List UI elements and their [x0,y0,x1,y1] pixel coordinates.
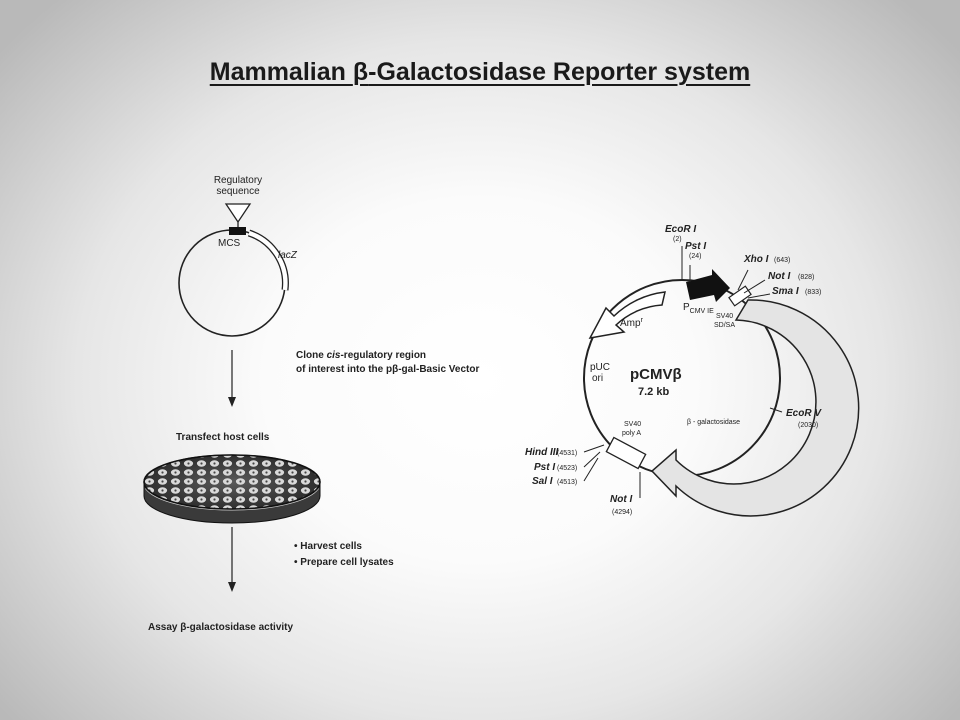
site-psti-bot-name: Pst I [534,462,555,473]
pcmv-label: PCMV IE [683,302,714,315]
sv40-polya-box [605,436,647,470]
site-xhoi-pos: (643) [774,257,790,264]
regulatory-label-1: Regulatory [214,175,262,186]
amp-resistance-arrow [588,291,666,340]
puc-label-2: ori [592,373,603,384]
culture-plate [143,454,321,524]
site-sali-pos: (4513) [557,479,577,486]
slide-title: Mammalian β-Galactosidase Reporter syste… [0,58,960,87]
title-beta-symbol: β [352,58,369,86]
title-post: -Galactosidase Reporter system [368,58,751,86]
flow-arrow-2 [228,527,236,592]
clone-text-line-1: Clone cis-regulatory region [296,350,426,361]
site-noti-top-pos: (828) [798,274,814,281]
beta-gal-arrow [650,299,860,517]
transfect-label: Transfect host cells [176,432,270,443]
lacz-label: lacZ [278,250,298,261]
site-noti-bot-pos: (4294) [612,509,632,516]
regulatory-label-2: sequence [216,186,260,197]
site-psti-top-pos: (24) [689,253,701,260]
prepare-label: • Prepare cell lysates [294,557,394,568]
site-hindiii-name: Hind III [525,447,559,458]
sv40-sd-label-2: SD/SA [714,322,735,329]
site-sali-name: Sal I [532,476,553,487]
site-smai-pos: (833) [805,289,821,296]
lacz-arc-fill [248,230,288,291]
assay-label: Assay β-galactosidase activity [148,622,294,633]
site-ecorv-pos: (2030) [798,422,818,429]
site-psti-bot-pos: (4523) [557,465,577,472]
plasmid-name: pCMVβ [630,366,682,383]
pcmvb-plasmid-map: pCMVβ 7.2 kb Ampr pUC ori PCMV IE SV40 S… [525,224,860,517]
title-pre: Mammalian [209,58,353,86]
site-hindiii-pos: (4531) [557,450,577,457]
site-ticks [583,246,783,498]
site-smai-name: Sma I [772,286,799,297]
mcs-box [229,227,246,235]
site-psti-top-name: Pst I [685,241,706,252]
site-ecori-name: EcoR I [665,224,696,235]
plasmid-size: 7.2 kb [638,386,669,398]
beta-gal-label: β - galactosidase [687,419,740,426]
site-xhoi-name: Xho I [743,254,769,265]
amp-label: Ampr [620,317,644,329]
harvest-label: • Harvest cells [294,541,362,552]
site-ecorv-name: EcoR V [786,408,822,419]
clone-text-line-2: of interest into the pβ-gal-Basic Vector [296,364,479,375]
title-text: Mammalian β-Galactosidase Reporter syste… [210,58,750,86]
regulatory-insert-triangle [224,203,252,224]
sv40-polya-label-2: poly A [622,430,641,437]
basic-vector-diagram: Regulatory sequence MCS lacZ [178,175,298,337]
mcs-label: MCS [218,238,241,249]
flow-arrow-1 [228,350,236,407]
site-noti-bot-name: Not I [610,494,632,505]
puc-label-1: pUC [590,362,610,373]
sv40-sd-label-1: SV40 [716,313,733,320]
sv40-polya-label-1: SV40 [624,421,641,428]
site-noti-top-name: Not I [768,271,790,282]
cmv-promoter-arrow [686,269,730,302]
site-ecori-pos: (2) [673,236,682,243]
